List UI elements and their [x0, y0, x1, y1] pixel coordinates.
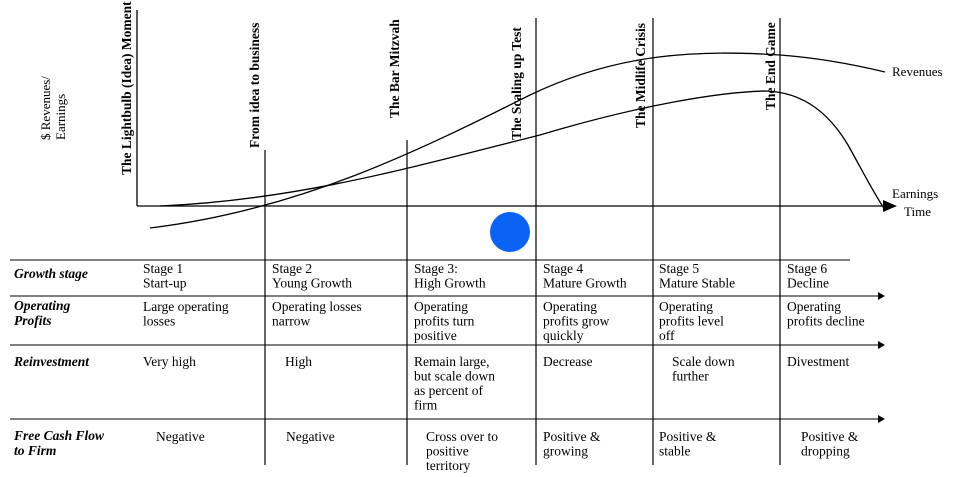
operating-profits-cell-4-line-3: quickly [543, 328, 584, 343]
stage-title-lightbulb: The Lightbulb (Idea) Moment [119, 1, 134, 175]
row-rule-3-arrowhead [878, 341, 885, 349]
revenues-label: Revenues [892, 64, 943, 79]
stage-title-end-game: The End Game [763, 22, 778, 110]
x-axis-arrowhead [883, 200, 897, 212]
growth-stage-cell-3-line-2: High Growth [414, 276, 486, 291]
operating-profits-cell-3-line-2: profits turn [414, 314, 475, 329]
growth-stage-cell-2-line-1: Stage 2 [272, 261, 312, 276]
revenues-curve [149, 52, 886, 229]
reinvestment-cell-2-line-1: High [285, 354, 312, 369]
growth-stage-cell-5-line-1: Stage 5 [659, 261, 699, 276]
stage-title-idea-to-business: From idea to business [247, 23, 262, 148]
free-cash-flow-cell-4-line-1: Positive & [543, 429, 601, 444]
earnings-label: Earnings [892, 186, 938, 201]
growth-stage-cell-4-line-2: Mature Growth [543, 276, 627, 291]
row-rule-4-arrowhead [878, 415, 885, 423]
operating-profits-cell-5-line-1: Operating [659, 299, 713, 314]
row-header-operating-profits-line-2: Profits [14, 313, 52, 328]
free-cash-flow-cell-1-line-1: Negative [156, 429, 205, 444]
growth-stage-cell-6-line-2: Decline [787, 276, 829, 291]
operating-profits-cell-1-line-1: Large operating [143, 299, 229, 314]
operating-profits-cell-1-line-2: losses [143, 314, 175, 329]
time-label: Time [904, 204, 931, 219]
row-header-operating-profits-line-1: Operating [14, 298, 71, 313]
free-cash-flow-cell-5-line-2: stable [659, 444, 691, 459]
operating-profits-cell-5-line-2: profits level [659, 314, 724, 329]
reinvestment-cell-5-line-1: Scale down [672, 354, 735, 369]
operating-profits-cell-6-line-1: Operating [787, 299, 841, 314]
operating-profits-cell-2-line-2: narrow [272, 314, 310, 329]
row-header-growth-stage: Growth stage [14, 266, 88, 281]
operating-profits-cell-5-line-3: off [659, 328, 675, 343]
reinvestment-cell-3-line-4: firm [414, 398, 438, 413]
free-cash-flow-cell-2-line-1: Negative [286, 429, 335, 444]
free-cash-flow-cell-4-line-2: growing [543, 444, 588, 459]
growth-stage-cell-5-line-2: Mature Stable [659, 276, 735, 291]
row-header-fcf-line-1: Free Cash Flow [13, 428, 105, 443]
row-header-fcf-line-2: to Firm [14, 443, 56, 458]
growth-stage-cell-6-line-1: Stage 6 [787, 261, 827, 276]
y-axis-title-line-2: Earnings [53, 94, 68, 140]
reinvestment-cell-6-line-1: Divestment [787, 354, 849, 369]
growth-stage-cell-4-line-1: Stage 4 [543, 261, 583, 276]
operating-profits-cell-3-line-3: positive [414, 328, 457, 343]
operating-profits-cell-4-line-1: Operating [543, 299, 597, 314]
stage-title-bar-mitzvah: The Bar Mitzvah [387, 19, 402, 118]
stage-title-scaling-up: The Scaling up Test [509, 27, 524, 140]
reinvestment-cell-3-line-3: as percent of [414, 383, 483, 398]
reinvestment-cell-4-line-1: Decrease [543, 354, 592, 369]
free-cash-flow-cell-5-line-1: Positive & [659, 429, 717, 444]
free-cash-flow-cell-3-line-2: positive [426, 444, 469, 459]
growth-stage-cell-3-line-1: Stage 3: [414, 261, 458, 276]
free-cash-flow-cell-6-line-2: dropping [801, 444, 850, 459]
row-rule-2-arrowhead [878, 292, 885, 300]
reinvestment-cell-5-line-2: further [672, 369, 709, 384]
blue-circle-marker [490, 212, 530, 252]
operating-profits-cell-4-line-2: profits grow [543, 314, 610, 329]
operating-profits-cell-3-line-1: Operating [414, 299, 468, 314]
stage-title-midlife-crisis: The Midlife Crisis [633, 23, 648, 128]
growth-stage-cell-2-line-2: Young Growth [272, 276, 352, 291]
reinvestment-cell-3-line-2: but scale down [414, 369, 495, 384]
operating-profits-cell-2-line-1: Operating losses [272, 299, 362, 314]
reinvestment-cell-1-line-1: Very high [143, 354, 196, 369]
free-cash-flow-cell-3-line-1: Cross over to [426, 429, 498, 444]
row-header-reinvestment: Reinvestment [13, 354, 90, 369]
reinvestment-cell-3-line-1: Remain large, [414, 354, 489, 369]
y-axis-title-line-1: $ Revenues/ [38, 76, 53, 140]
free-cash-flow-cell-6-line-1: Positive & [801, 429, 859, 444]
growth-stage-cell-1-line-2: Start-up [143, 276, 187, 291]
operating-profits-cell-6-line-2: profits decline [787, 314, 865, 329]
earnings-curve [159, 90, 886, 211]
growth-stage-cell-1-line-1: Stage 1 [143, 261, 183, 276]
free-cash-flow-cell-3-line-3: territory [426, 458, 470, 473]
